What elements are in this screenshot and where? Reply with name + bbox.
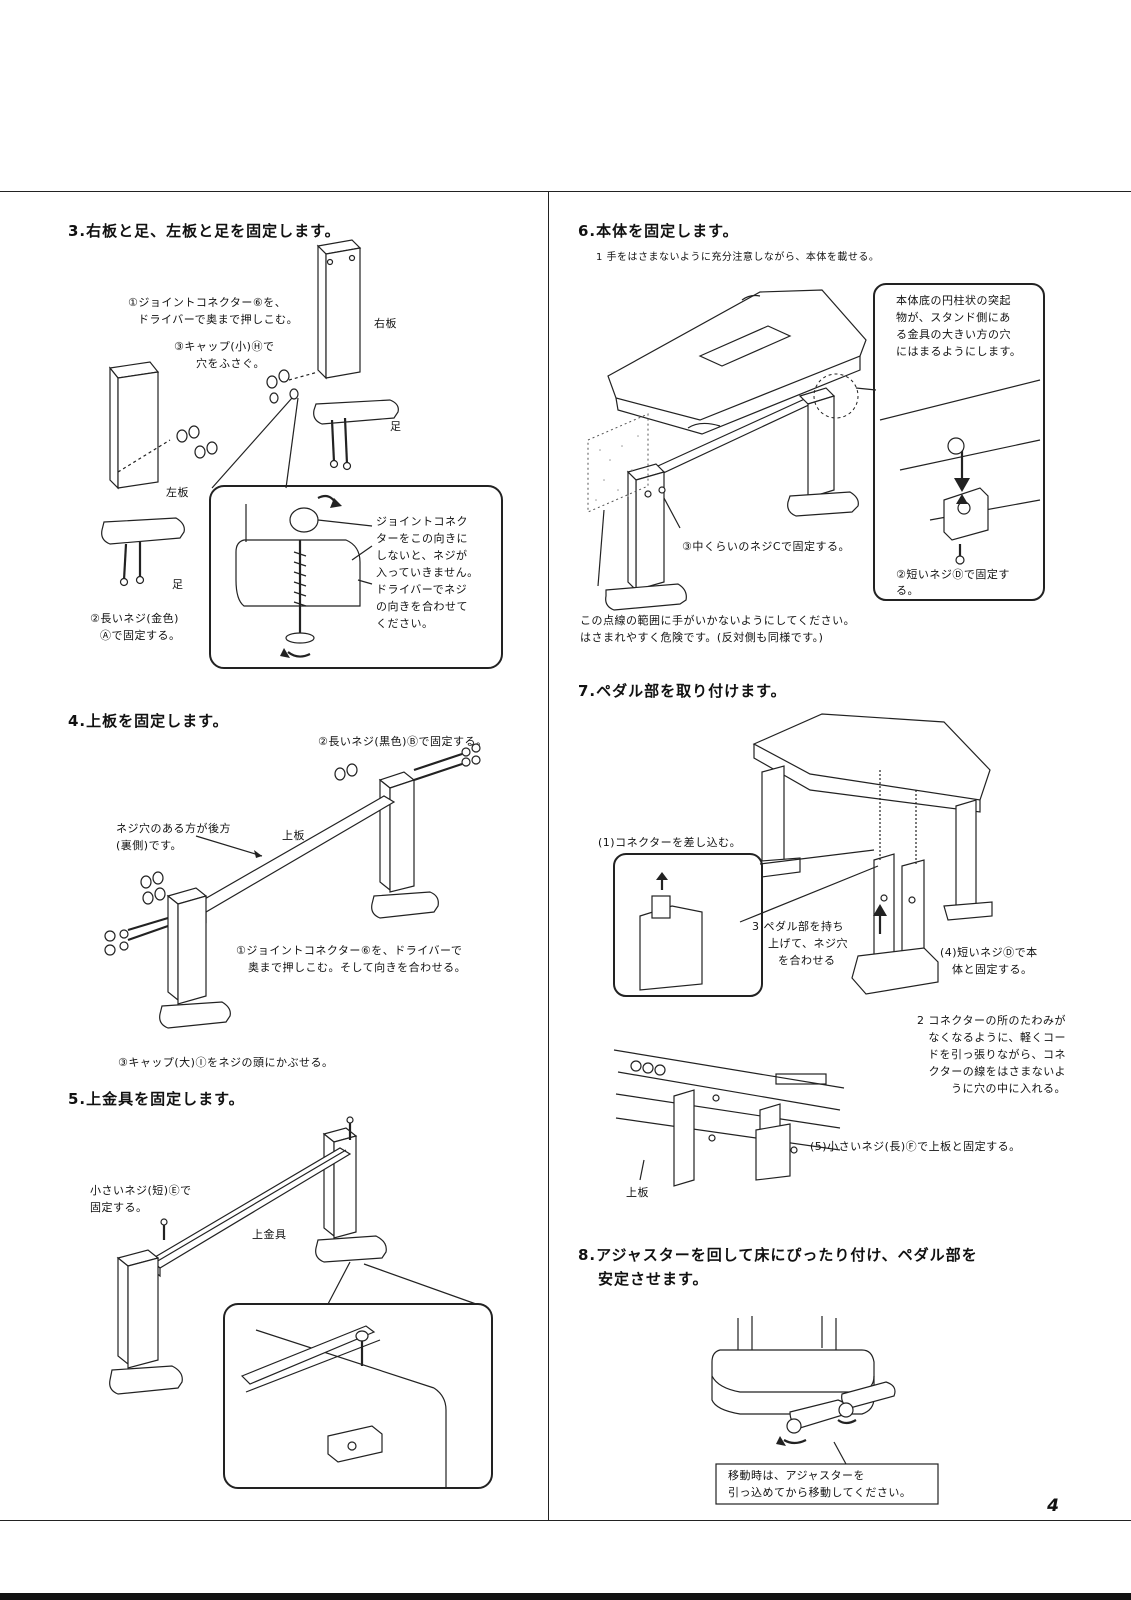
s7-note2-line: クターの線をはさまないよ	[928, 1065, 1066, 1078]
s6-sub: 1 手をはさまないように充分注意しながら、本体を載せる。	[596, 252, 880, 263]
s7-label-top-board: 上板	[626, 1186, 649, 1199]
s3-note3-l2: 穴をふさぐ。	[196, 357, 265, 370]
frame-bottom-rule	[0, 1520, 1131, 1521]
s7-note3-l3: を合わせる	[778, 954, 836, 967]
s3-label-foot-b: 足	[172, 578, 184, 591]
footer-bar	[0, 1593, 1131, 1600]
s4-note2: ②長いネジ(黒色)Ⓑで固定する。	[318, 735, 488, 748]
s7-note4-l2: 体と固定する。	[952, 963, 1033, 976]
frame-center-divider	[548, 191, 549, 1521]
s3-note2-l1: ②長いネジ(金色)	[90, 612, 179, 625]
s3-note1-l2: ドライバーで奥まで押しこむ。	[138, 313, 299, 326]
section-7-heading: 7.ペダル部を取り付けます。	[578, 682, 787, 700]
s8-box-l2: 引っ込めてから移動してください。	[728, 1486, 912, 1499]
section-3-heading: 3.右板と足、左板と足を固定します。	[68, 222, 341, 240]
s4-note-hole-l1: ネジ穴のある方が後方	[116, 822, 231, 835]
s3-detail-line: ドライバーでネジ	[376, 583, 468, 596]
s3-detail-line: の向きを合わせて	[376, 600, 468, 613]
s4-note-hole-l2: (裏側)です。	[116, 839, 182, 852]
s6-warn-l1: この点線の範囲に手がいかないようにしてください。	[580, 614, 856, 627]
s4-note1-l1: ①ジョイントコネクター⑥を、ドライバーで	[236, 944, 463, 957]
s3-label-foot-a: 足	[390, 420, 402, 433]
section-6-heading: 6.本体を固定します。	[578, 222, 739, 240]
frame-top-rule	[0, 191, 1131, 192]
s4-note1-l2: 奥まで押しこむ。そして向きを合わせる。	[248, 961, 467, 974]
section-3-illustration	[101, 239, 503, 669]
s3-detail-line: 入っていきません。	[376, 566, 479, 579]
s7-note4-l1: (4)短いネジⒹで本	[940, 946, 1038, 959]
s7-note1: (1)コネクターを差し込む。	[598, 836, 742, 849]
s6-box-line: 物が、スタンド側にあ	[896, 311, 1011, 324]
s7-note5: (5)小さいネジ(長)Ⓕで上板と固定する。	[810, 1140, 1021, 1153]
s3-label-right-board: 右板	[374, 317, 397, 330]
s7-note2-line: 2 コネクターの所のたわみが	[916, 1014, 1066, 1027]
s5-note-l2: 固定する。	[90, 1201, 148, 1214]
s7-note3-l1: 3 ペダル部を持ち	[752, 920, 844, 933]
s6-note2-l1: ②短いネジⒹで固定す	[896, 568, 1010, 581]
s3-label-left-board: 左板	[166, 486, 189, 499]
section-5-illustration	[109, 1116, 493, 1489]
s3-note1-l1: ①ジョイントコネクター⑥を、	[128, 296, 287, 309]
s6-box-text: 本体底の円柱状の突起 物が、スタンド側にあ る金具の大きい方の穴 にはまるように…	[896, 292, 1042, 360]
section-5-heading: 5.上金具を固定します。	[68, 1090, 245, 1108]
section-4-illustration	[104, 743, 481, 1029]
s6-box-line: る金具の大きい方の穴	[896, 328, 1011, 341]
s3-detail-line: しないと、ネジが	[376, 549, 468, 562]
s3-note3-l1: ③キャップ(小)Ⓗで	[174, 340, 275, 353]
s3-detail-text: ジョイントコネク ターをこの向きに しないと、ネジが 入っていきません。 ドライ…	[376, 513, 496, 632]
s7-note3-l2: 上げて、ネジ穴	[768, 937, 848, 950]
s3-detail-line: ターをこの向きに	[376, 532, 468, 545]
page-number: 4	[1047, 1496, 1059, 1516]
s7-note2-line: うに穴の中に入れる。	[951, 1082, 1066, 1095]
s5-label-bracket: 上金具	[252, 1228, 287, 1241]
s5-note-l1: 小さいネジ(短)Ⓔで	[90, 1184, 192, 1197]
s3-detail-line: ジョイントコネク	[376, 515, 468, 528]
s3-detail-line: ください。	[376, 617, 434, 630]
s7-note2-line: ドを引っ張りながら、コネ	[928, 1048, 1066, 1061]
s4-label-top-board: 上板	[282, 829, 305, 842]
s4-note3: ③キャップ(大)Ⓘをネジの頭にかぶせる。	[118, 1056, 334, 1069]
s7-note2-line: なくなるように、軽くコー	[928, 1031, 1066, 1044]
section-8-illustration	[711, 1316, 939, 1505]
s3-note2-l2: Ⓐで固定する。	[100, 629, 181, 642]
section-8-heading-l2: 安定させます。	[598, 1270, 709, 1288]
s6-note2-l2: る。	[896, 584, 919, 597]
s6-warn-l2: はさまれやすく危険です。(反対側も同様です。)	[580, 631, 824, 644]
section-4-heading: 4.上板を固定します。	[68, 712, 229, 730]
s6-note3: ③中くらいのネジCで固定する。	[682, 540, 851, 553]
section-8-heading-l1: 8.アジャスターを回して床にぴったり付け、ペダル部を	[578, 1246, 978, 1264]
s6-box-line: にはまるようにします。	[896, 345, 1022, 358]
s7-note2: 2 コネクターの所のたわみが なくなるように、軽くコー ドを引っ張りながら、コネ…	[866, 1012, 1066, 1097]
s8-box-l1: 移動時は、アジャスターを	[728, 1469, 866, 1482]
section-7-illustration	[613, 713, 993, 1187]
s6-box-line: 本体底の円柱状の突起	[896, 294, 1011, 307]
section-6-illustration	[587, 283, 1045, 611]
